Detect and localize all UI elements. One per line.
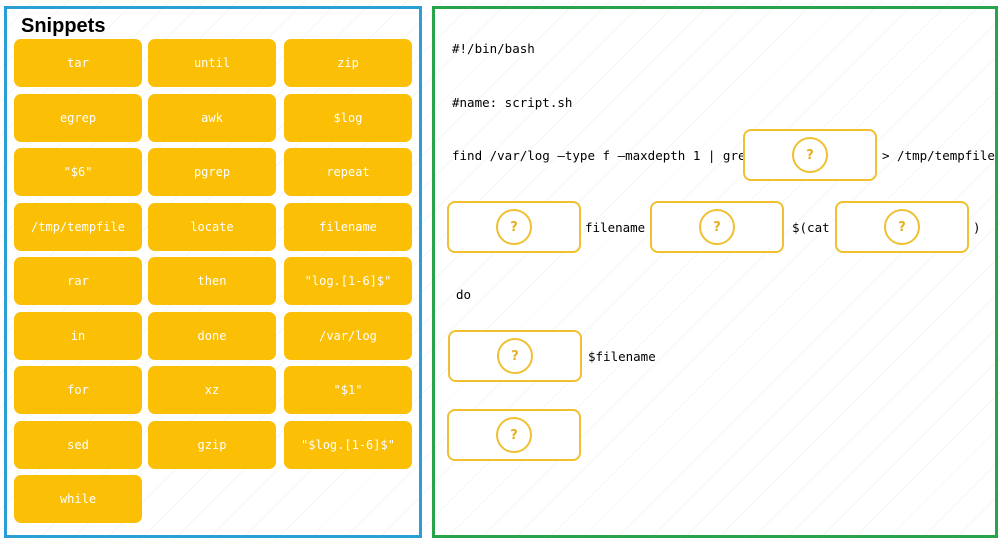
snippet-button[interactable]: rar [14,257,142,305]
snippet-button[interactable]: /var/log [284,311,412,360]
answer-slot-4[interactable]: ? [835,201,969,253]
snippet-button[interactable]: then [148,257,276,305]
snippet-button[interactable]: while [14,475,142,523]
snippet-button[interactable]: tar [14,39,142,87]
snippet-button[interactable]: xz [148,366,276,414]
snippet-button[interactable]: $log [284,93,412,142]
snippet-button[interactable]: sed [14,420,142,469]
question-icon: ? [496,209,532,245]
answer-slot-5[interactable]: ? [448,330,582,382]
snippet-button[interactable]: for [14,366,142,414]
snippet-button[interactable]: "$1" [284,366,412,414]
code-cat-close: ) [973,220,981,235]
question-icon: ? [497,338,533,374]
snippet-button[interactable]: until [148,39,276,87]
snippet-button[interactable]: in [14,311,142,360]
code-do: do [456,287,472,302]
code-shebang: #!/bin/bash [452,41,535,56]
code-name-line: #name: script.sh [452,95,573,110]
code-loop-word: filename [585,220,646,235]
snippet-button[interactable]: /tmp/tempfile [14,202,142,251]
answer-slot-6[interactable]: ? [447,409,581,461]
snippet-button[interactable]: "log.[1-6]$" [284,257,412,305]
snippet-button[interactable]: repeat [284,148,412,196]
question-icon: ? [884,209,920,245]
snippet-button[interactable]: zip [284,39,412,87]
panel-title: Snippets [21,15,106,37]
question-icon: ? [496,417,532,453]
answer-slot-1[interactable]: ? [743,129,877,181]
snippet-button[interactable]: filename [284,202,412,251]
code-find-tail: > /tmp/tempfile [882,148,995,163]
snippet-button[interactable]: egrep [14,93,142,142]
snippet-button[interactable]: gzip [148,420,276,469]
code-find-line: find /var/log –type f –maxdepth 1 | grep [452,148,754,163]
snippet-button[interactable]: done [148,311,276,360]
snippet-button[interactable]: "$log.[1-6]$" [284,420,412,469]
code-cat-open: $(cat [792,220,830,235]
answer-slot-2[interactable]: ? [447,201,581,253]
code-panel: #!/bin/bash #name: script.sh find /var/l… [432,6,998,538]
snippet-button[interactable]: pgrep [148,148,276,196]
code-filename-var: $filename [588,349,656,364]
question-icon: ? [699,209,735,245]
snippet-button[interactable]: awk [148,93,276,142]
snippet-button[interactable]: locate [148,202,276,251]
answer-slot-3[interactable]: ? [650,201,784,253]
question-icon: ? [792,137,828,173]
snippet-button[interactable]: "$6" [14,148,142,196]
